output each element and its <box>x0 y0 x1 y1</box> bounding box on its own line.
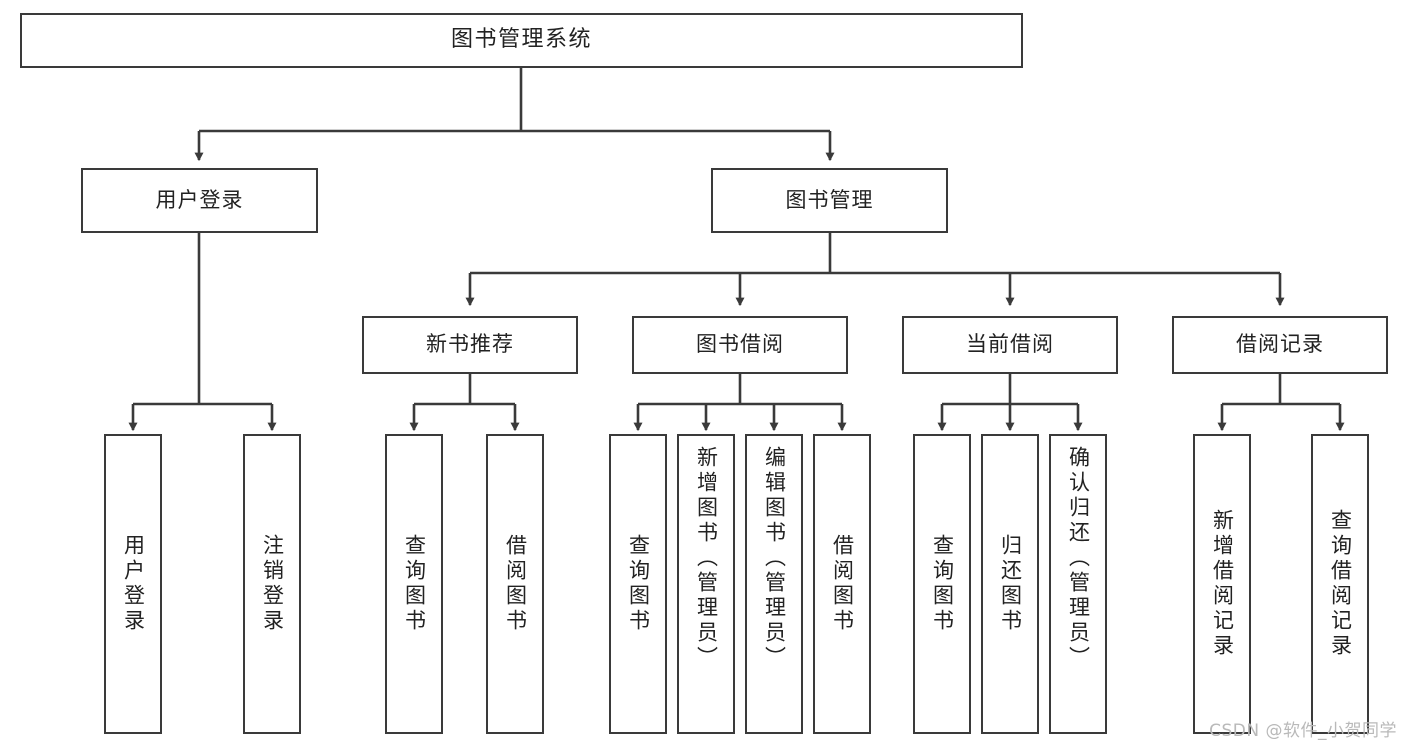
node-borrow-record[interactable]: 借阅记录 <box>1172 316 1388 374</box>
node-root-book-management-system[interactable]: 图书管理系统 <box>20 13 1023 68</box>
node-label: 图书借阅 <box>696 332 784 357</box>
node-label: 图书管理系统 <box>450 27 592 53</box>
leaf-current-borrow-query[interactable]: 查询图书 <box>913 434 971 734</box>
node-new-book-recommendation[interactable]: 新书推荐 <box>362 316 578 374</box>
node-label: 编辑图书（管理员） <box>762 446 787 671</box>
node-label: 查询图书 <box>626 534 651 634</box>
node-label: 新增借阅记录 <box>1210 509 1235 659</box>
node-label: 注销登录 <box>260 534 285 634</box>
node-label: 归还图书 <box>998 534 1023 634</box>
leaf-borrow-record-query[interactable]: 查询借阅记录 <box>1311 434 1369 734</box>
leaf-borrow-record-add[interactable]: 新增借阅记录 <box>1193 434 1251 734</box>
leaf-current-borrow-return[interactable]: 归还图书 <box>981 434 1039 734</box>
node-book-management[interactable]: 图书管理 <box>711 168 948 233</box>
node-label: 借阅图书 <box>830 534 855 634</box>
node-label: 查询图书 <box>402 534 427 634</box>
node-user-login[interactable]: 用户登录 <box>81 168 318 233</box>
node-current-borrow[interactable]: 当前借阅 <box>902 316 1118 374</box>
leaf-new-book-borrow[interactable]: 借阅图书 <box>486 434 544 734</box>
leaf-user-login-signout[interactable]: 注销登录 <box>243 434 301 734</box>
node-label: 查询图书 <box>930 534 955 634</box>
node-label: 借阅图书 <box>503 534 528 634</box>
node-label: 用户登录 <box>121 534 146 634</box>
node-label: 新书推荐 <box>426 332 514 357</box>
node-label: 图书管理 <box>785 187 874 212</box>
leaf-new-book-query[interactable]: 查询图书 <box>385 434 443 734</box>
node-label: 当前借阅 <box>966 332 1054 357</box>
node-label: 用户登录 <box>155 187 244 212</box>
leaf-book-borrow-add-admin[interactable]: 新增图书（管理员） <box>677 434 735 734</box>
node-label: 确认归还（管理员） <box>1066 446 1091 671</box>
node-label: 新增图书（管理员） <box>694 446 719 671</box>
node-book-borrow[interactable]: 图书借阅 <box>632 316 848 374</box>
leaf-user-login-signin[interactable]: 用户登录 <box>104 434 162 734</box>
leaf-current-borrow-confirm-return-admin[interactable]: 确认归还（管理员） <box>1049 434 1107 734</box>
node-label: 查询借阅记录 <box>1328 509 1353 659</box>
leaf-book-borrow-edit-admin[interactable]: 编辑图书（管理员） <box>745 434 803 734</box>
leaf-book-borrow-borrow[interactable]: 借阅图书 <box>813 434 871 734</box>
node-label: 借阅记录 <box>1236 332 1324 357</box>
leaf-book-borrow-query[interactable]: 查询图书 <box>609 434 667 734</box>
